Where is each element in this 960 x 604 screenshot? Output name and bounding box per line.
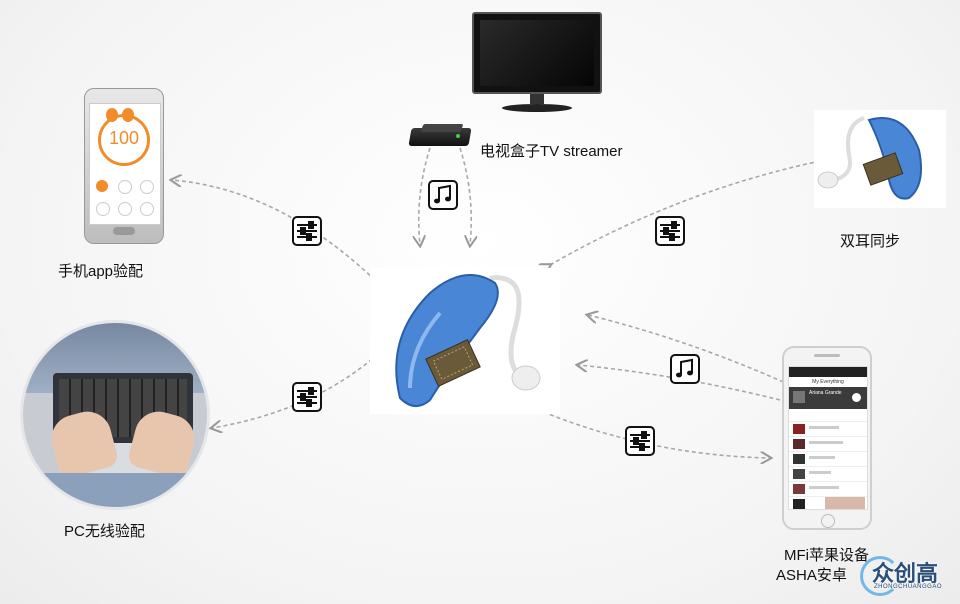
iphone-device: My Everything Ariana Grande xyxy=(782,346,872,530)
tv-streamer-label: 电视盒子TV streamer xyxy=(480,140,623,161)
sliders-settings-icon xyxy=(655,216,685,246)
mfi-label-line2: ASHA安卓 xyxy=(776,564,847,585)
mfi-label-line1: MFi苹果设备 xyxy=(784,544,869,565)
sliders-settings-icon xyxy=(292,382,322,412)
music-note-icon xyxy=(428,180,458,210)
android-phone: 100 xyxy=(84,88,164,244)
music-note-icon xyxy=(670,354,700,384)
iphone-screen-header: Ariana Grande xyxy=(809,390,842,396)
sliders-settings-icon xyxy=(625,426,655,456)
phone-volume-value: 100 xyxy=(100,128,148,149)
arrow-hub-to-phone xyxy=(172,180,395,300)
arrow-hub-to-binaural xyxy=(550,160,825,265)
binaural-hearing-aid xyxy=(814,110,946,208)
tv-streamer-box xyxy=(410,120,474,148)
watermark-sub: ZHONGCHUANGGAO xyxy=(874,584,942,590)
phone-app-label: 手机app验配 xyxy=(58,260,143,281)
tv-monitor xyxy=(472,12,602,114)
binaural-sync-label: 双耳同步 xyxy=(840,230,900,251)
watermark-logo: 众创高 ZHONGCHUANGGAO xyxy=(860,550,960,604)
center-hearing-aid xyxy=(370,268,560,414)
iphone-screen-title: My Everything xyxy=(789,377,867,387)
pc-laptop-photo xyxy=(20,320,210,510)
arrow-tvbox-to-hub-2 xyxy=(460,148,471,245)
pc-wireless-label: PC无线验配 xyxy=(64,520,145,541)
sliders-settings-icon xyxy=(292,216,322,246)
